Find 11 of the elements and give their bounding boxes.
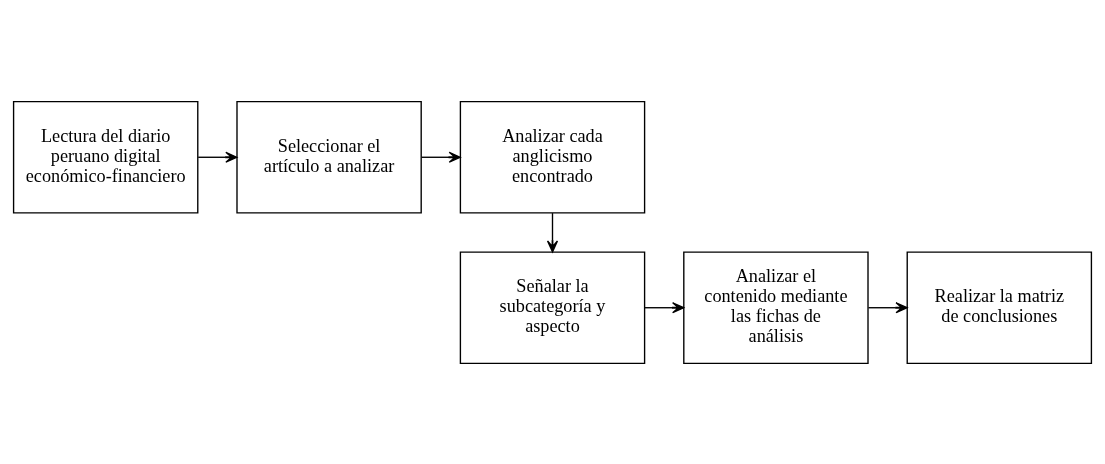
arrow xyxy=(546,211,559,253)
arrow xyxy=(420,151,461,163)
node-box: Analizar cada anglicismo encontrado xyxy=(459,100,646,214)
arrow xyxy=(867,301,908,313)
node-box: Lectura del diario peruano digital económico-financiero xyxy=(12,100,199,214)
node-box: Seleccionar el artículo a analizar xyxy=(236,100,422,214)
arrow xyxy=(644,301,685,313)
node-box: Señalar la subcategoría y aspecto xyxy=(459,250,646,364)
node-box: Realizar la matriz de conclusiones xyxy=(906,250,1093,364)
arrow xyxy=(197,151,238,163)
node-box: Analizar el contenido mediante las fichas de análisis xyxy=(683,250,869,364)
